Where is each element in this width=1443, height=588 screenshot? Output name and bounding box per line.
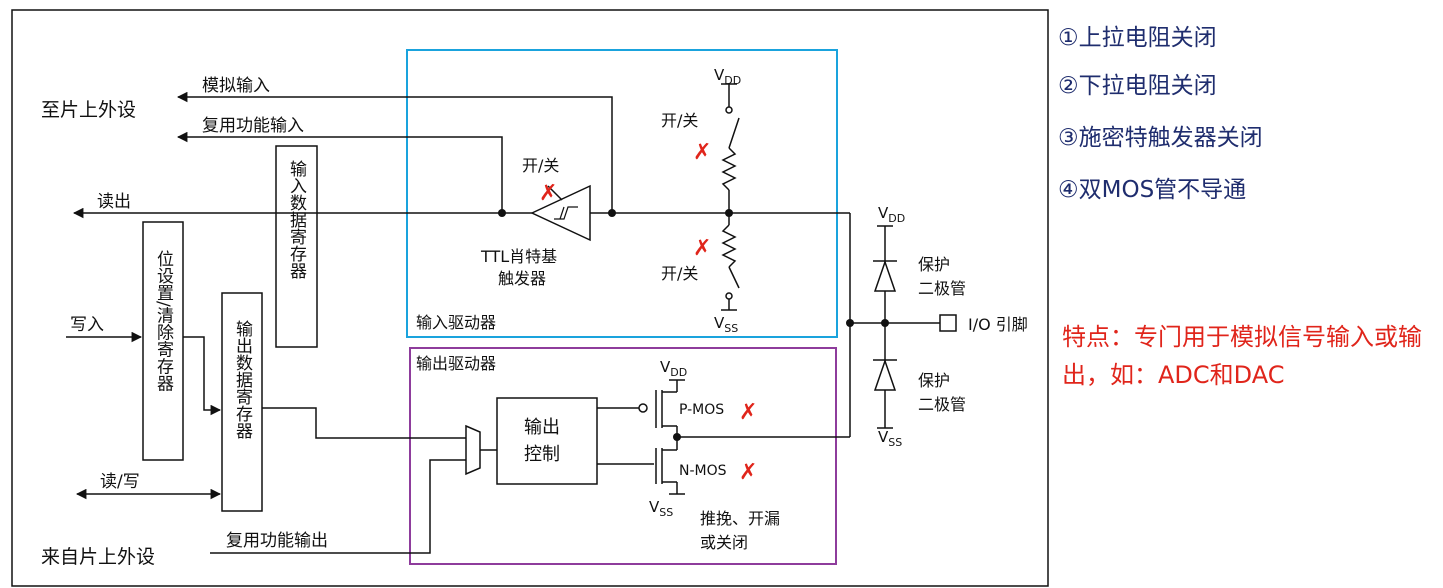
pmos-label: P-MOS <box>679 402 724 418</box>
diode-top <box>873 259 897 292</box>
cross-pulldown: ✗ <box>693 236 711 261</box>
io-pin-label: I/O 引脚 <box>968 315 1028 334</box>
output-data-register-label: 输出数据寄存器 <box>232 320 253 439</box>
mux-shape <box>465 424 481 476</box>
input-data-register-box <box>275 145 318 348</box>
feature-text: 特点：专门用于模拟信号输入或输出，如：ADC和DAC <box>1062 323 1422 389</box>
ttl-label-line1: TTL肖特基 <box>480 247 557 266</box>
note-trigger-off: ③施密特触发器关闭 <box>1058 125 1263 151</box>
input-vdd-label: VDD <box>714 66 741 87</box>
diagram-frame <box>11 9 1049 587</box>
to-peripheral-label: 至片上外设 <box>41 99 136 121</box>
alt-input-line <box>176 131 503 213</box>
alt-input-label: 复用功能输入 <box>202 116 304 136</box>
cross-marks: ✗ ✗ ✗ ✗ ✗ <box>539 140 757 485</box>
output-driver-label: 输出驱动器 <box>416 354 496 373</box>
pulldown-resistor <box>721 224 737 268</box>
diode-bottom-label-line1: 保护 <box>918 371 950 390</box>
output-vdd-label: VDD <box>660 358 687 379</box>
note-mos-off: ④双MOS管不导通 <box>1058 177 1247 203</box>
output-vss-label: VSS <box>649 498 673 519</box>
alt-output-line <box>210 459 466 554</box>
bit-set-reset-register-label: 位设置/清除寄存器 <box>153 250 174 392</box>
diode-top-label-line2: 二极管 <box>918 279 966 298</box>
pulldown-switch <box>728 266 740 289</box>
pullup-resistor <box>721 147 737 191</box>
input-driver-label: 输入驱动器 <box>416 313 496 332</box>
junction-dots <box>498 106 889 441</box>
from-peripheral-label: 来自片上外设 <box>41 546 155 568</box>
diode-bottom-label-line2: 二极管 <box>918 395 966 414</box>
output-mode-line1: 推挽、开漏 <box>700 509 780 528</box>
io-pin-square <box>939 314 957 332</box>
nmos-label: N-MOS <box>679 463 727 479</box>
output-control-line2: 控制 <box>524 444 560 465</box>
output-mode-line2: 或关闭 <box>700 533 748 552</box>
analog-input-label: 模拟输入 <box>202 76 270 96</box>
schmitt-trigger <box>530 184 591 242</box>
alt-output-label: 复用功能输出 <box>226 531 328 551</box>
cross-nmos: ✗ <box>739 460 757 485</box>
on-off-trigger-label: 开/关 <box>522 156 559 175</box>
bit-set-reset-register-box <box>142 221 184 461</box>
write-label: 写入 <box>70 315 104 335</box>
signal-lines <box>66 83 957 554</box>
note-pulldown-off: ②下拉电阻关闭 <box>1058 73 1217 99</box>
input-vss-label: VSS <box>714 314 738 335</box>
ttl-label-line2: 触发器 <box>498 269 546 288</box>
diode-top-label-line1: 保护 <box>918 255 950 274</box>
output-data-register-box <box>221 292 263 512</box>
protection-vss-label: VSS <box>878 428 902 449</box>
diode-bottom <box>873 358 897 391</box>
protection-vdd-label: VDD <box>878 204 905 225</box>
output-driver-box <box>409 347 837 565</box>
output-control-box <box>496 397 598 485</box>
input-data-register-label: 输入数据寄存器 <box>286 160 307 279</box>
odr-to-mux-line <box>262 407 466 439</box>
cross-trigger: ✗ <box>539 181 557 206</box>
input-driver-box <box>406 49 838 338</box>
on-off-top-label: 开/关 <box>661 111 698 130</box>
analog-input-line <box>176 91 613 213</box>
read-label: 读出 <box>97 192 131 212</box>
pullup-switch <box>728 117 740 149</box>
cross-pullup: ✗ <box>693 140 711 165</box>
output-control-line1: 输出 <box>524 417 560 438</box>
bsr-to-odr-line <box>183 336 222 416</box>
note-pullup-off: ①上拉电阻关闭 <box>1058 25 1217 51</box>
on-off-bottom-label: 开/关 <box>661 264 698 283</box>
rw-label: 读/写 <box>100 472 140 492</box>
cross-pmos: ✗ <box>739 400 757 425</box>
